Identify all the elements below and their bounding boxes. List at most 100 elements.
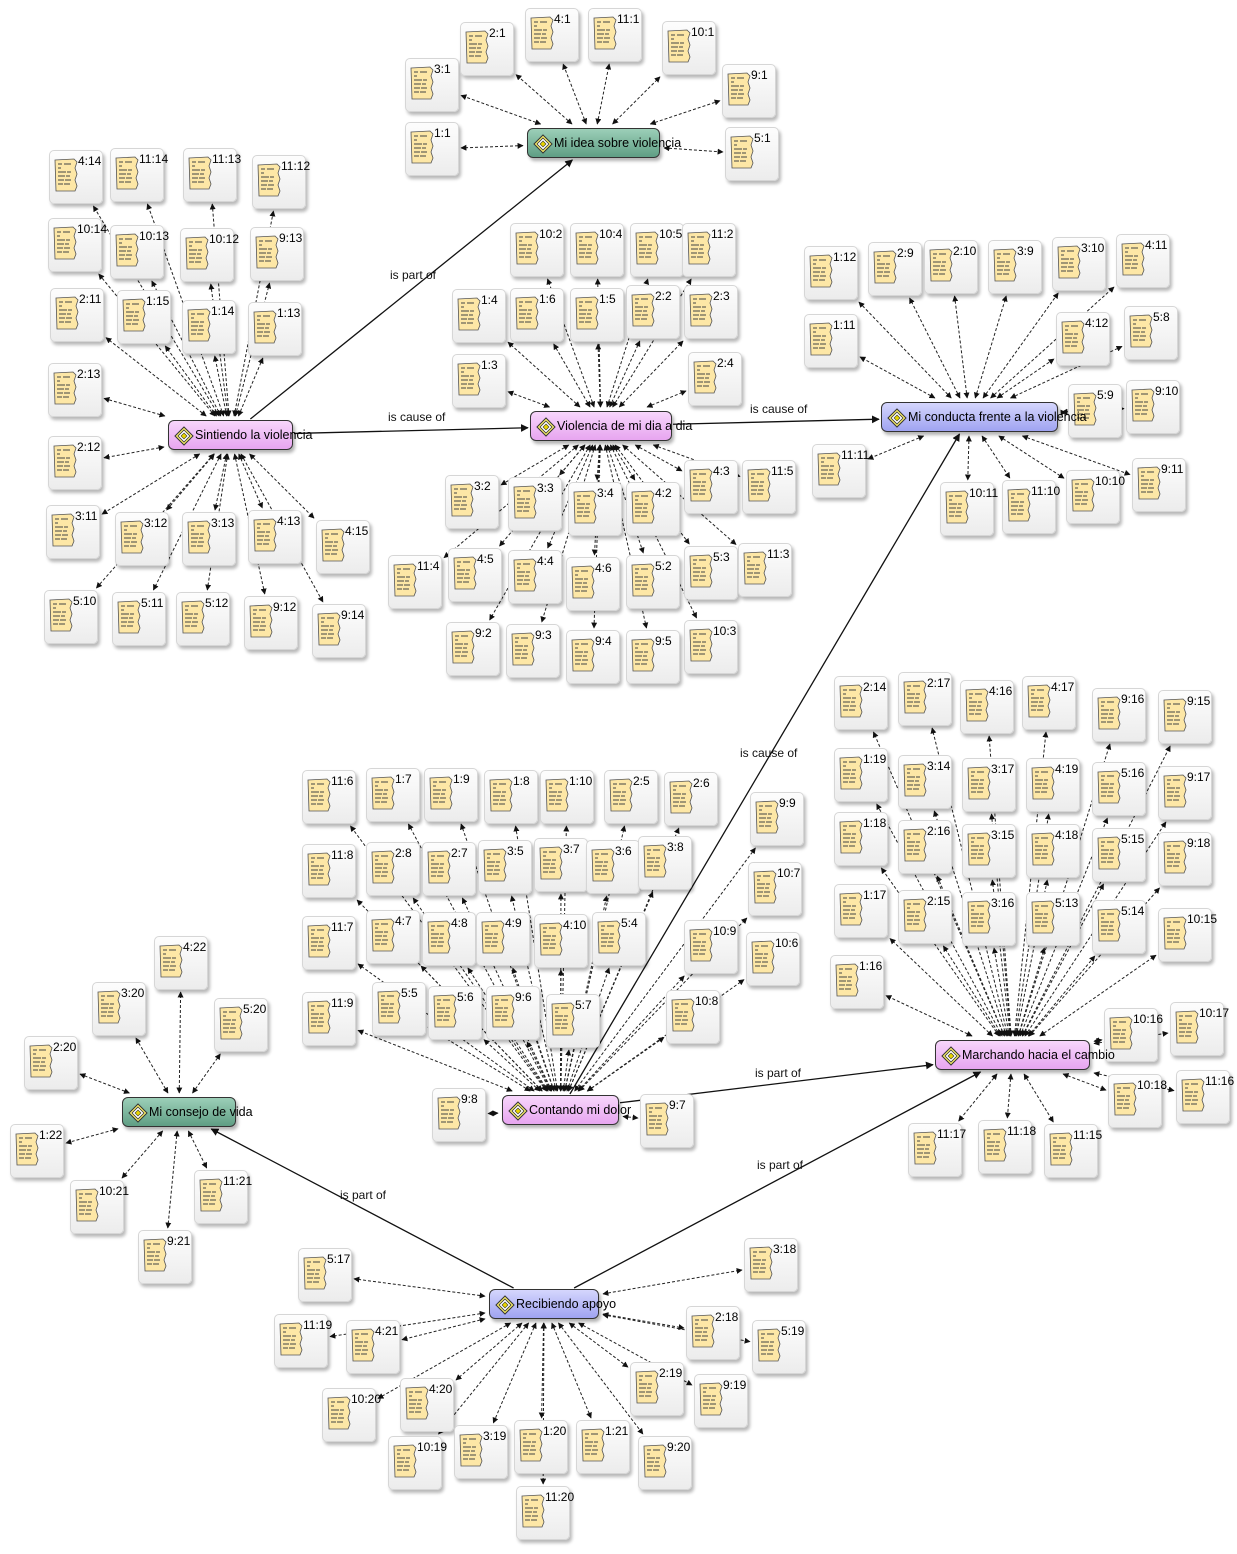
quotation-node[interactable]: 9:15 xyxy=(1158,690,1212,744)
quotation-node[interactable]: 10:1 xyxy=(662,21,716,75)
quotation-node[interactable]: 4:17 xyxy=(1022,676,1076,730)
quotation-node[interactable]: 11:13 xyxy=(183,148,241,202)
quotation-node[interactable]: 10:17 xyxy=(1170,1002,1229,1056)
quotation-node[interactable]: 1:15 xyxy=(117,290,171,344)
quotation-node[interactable]: 10:13 xyxy=(110,225,169,279)
quotation-node[interactable]: 2:16 xyxy=(898,820,952,874)
quotation-node[interactable]: 1:8 xyxy=(484,770,538,824)
quotation-node[interactable]: 11:5 xyxy=(742,460,796,514)
quotation-node[interactable]: 5:7 xyxy=(546,994,600,1048)
quotation-node[interactable]: 3:12 xyxy=(115,512,169,566)
quotation-node[interactable]: 9:2 xyxy=(446,622,500,676)
quotation-node[interactable]: 11:17 xyxy=(908,1123,966,1177)
quotation-node[interactable]: 2:19 xyxy=(630,1362,684,1416)
quotation-node[interactable]: 9:6 xyxy=(486,986,540,1040)
quotation-node[interactable]: 5:3 xyxy=(684,546,738,600)
quotation-node[interactable]: 11:8 xyxy=(302,844,356,898)
quotation-node[interactable]: 2:1 xyxy=(460,22,514,76)
quotation-node[interactable]: 3:11 xyxy=(46,505,100,559)
quotation-node[interactable]: 5:2 xyxy=(626,555,680,609)
quotation-node[interactable]: 4:12 xyxy=(1056,312,1110,366)
quotation-node[interactable]: 5:17 xyxy=(298,1248,352,1302)
quotation-node[interactable]: 3:20 xyxy=(92,982,146,1036)
quotation-node[interactable]: 11:14 xyxy=(110,148,168,202)
quotation-node[interactable]: 4:18 xyxy=(1026,824,1080,878)
code-node-violencia-dia[interactable]: Violencia de mi dia a dia xyxy=(530,411,692,441)
quotation-node[interactable]: 1:3 xyxy=(452,354,506,408)
quotation-node[interactable]: 1:18 xyxy=(834,812,888,866)
quotation-node[interactable]: 4:13 xyxy=(248,510,302,564)
quotation-node[interactable]: 3:10 xyxy=(1052,237,1106,291)
quotation-node[interactable]: 4:5 xyxy=(448,548,502,602)
quotation-node[interactable]: 11:2 xyxy=(682,223,736,277)
quotation-node[interactable]: 1:14 xyxy=(182,300,236,354)
quotation-node[interactable]: 10:4 xyxy=(570,223,624,277)
quotation-node[interactable]: 11:21 xyxy=(194,1170,252,1224)
quotation-node[interactable]: 10:5 xyxy=(630,223,684,277)
quotation-node[interactable]: 4:3 xyxy=(684,460,738,514)
quotation-node[interactable]: 2:3 xyxy=(684,285,738,339)
quotation-node[interactable]: 9:8 xyxy=(432,1088,486,1142)
quotation-node[interactable]: 4:20 xyxy=(400,1378,454,1432)
code-node-recibiendo[interactable]: Recibiendo apoyo xyxy=(489,1289,616,1319)
quotation-node[interactable]: 3:17 xyxy=(962,758,1016,812)
quotation-node[interactable]: 10:11 xyxy=(940,482,998,536)
quotation-node[interactable]: 4:11 xyxy=(1116,234,1170,288)
quotation-node[interactable]: 4:19 xyxy=(1026,758,1080,812)
quotation-node[interactable]: 11:10 xyxy=(1002,480,1060,534)
quotation-node[interactable]: 2:8 xyxy=(366,842,420,896)
quotation-node[interactable]: 9:3 xyxy=(506,624,560,678)
quotation-node[interactable]: 3:4 xyxy=(568,482,622,536)
quotation-node[interactable]: 5:5 xyxy=(372,982,426,1036)
quotation-node[interactable]: 5:15 xyxy=(1092,828,1146,882)
quotation-node[interactable]: 10:3 xyxy=(684,620,738,674)
quotation-node[interactable]: 1:11 xyxy=(804,314,858,368)
quotation-node[interactable]: 5:20 xyxy=(214,998,268,1052)
quotation-node[interactable]: 10:2 xyxy=(510,223,564,277)
quotation-node[interactable]: 9:17 xyxy=(1158,766,1212,820)
quotation-node[interactable]: 11:9 xyxy=(302,992,356,1046)
quotation-node[interactable]: 2:20 xyxy=(24,1036,78,1090)
quotation-node[interactable]: 5:13 xyxy=(1026,892,1080,946)
quotation-node[interactable]: 1:19 xyxy=(834,748,888,802)
quotation-node[interactable]: 9:20 xyxy=(638,1436,692,1490)
quotation-node[interactable]: 10:19 xyxy=(388,1436,447,1490)
quotation-node[interactable]: 3:18 xyxy=(744,1238,798,1292)
quotation-node[interactable]: 5:1 xyxy=(725,127,779,181)
quotation-node[interactable]: 5:9 xyxy=(1068,384,1122,438)
quotation-node[interactable]: 4:8 xyxy=(422,912,476,966)
quotation-node[interactable]: 4:2 xyxy=(626,482,680,536)
quotation-node[interactable]: 2:14 xyxy=(834,676,888,730)
quotation-node[interactable]: 1:7 xyxy=(366,768,420,822)
quotation-node[interactable]: 9:13 xyxy=(250,227,304,281)
quotation-node[interactable]: 11:15 xyxy=(1044,1124,1102,1178)
quotation-node[interactable]: 3:15 xyxy=(962,824,1016,878)
quotation-node[interactable]: 9:14 xyxy=(312,604,366,658)
quotation-node[interactable]: 3:16 xyxy=(962,892,1016,946)
quotation-node[interactable]: 3:1 xyxy=(405,58,459,112)
quotation-node[interactable]: 2:7 xyxy=(422,842,476,896)
quotation-node[interactable]: 5:19 xyxy=(752,1320,806,1374)
quotation-node[interactable]: 3:19 xyxy=(454,1425,508,1479)
quotation-node[interactable]: 9:10 xyxy=(1126,380,1180,434)
quotation-node[interactable]: 9:16 xyxy=(1092,688,1146,742)
quotation-node[interactable]: 2:10 xyxy=(924,240,978,294)
quotation-node[interactable]: 3:7 xyxy=(534,838,588,892)
quotation-node[interactable]: 5:16 xyxy=(1092,762,1146,816)
quotation-node[interactable]: 5:8 xyxy=(1124,306,1178,360)
code-node-mi-idea[interactable]: Mi idea sobre violencia xyxy=(527,128,681,158)
quotation-node[interactable]: 10:10 xyxy=(1066,470,1125,524)
quotation-node[interactable]: 3:14 xyxy=(898,755,952,809)
quotation-node[interactable]: 5:14 xyxy=(1092,900,1146,954)
quotation-node[interactable]: 10:14 xyxy=(48,218,107,272)
quotation-node[interactable]: 9:18 xyxy=(1158,832,1212,886)
quotation-node[interactable]: 5:4 xyxy=(592,912,646,966)
quotation-node[interactable]: 3:6 xyxy=(586,840,640,894)
quotation-node[interactable]: 11:4 xyxy=(388,555,442,609)
quotation-node[interactable]: 4:4 xyxy=(508,550,562,604)
code-node-contando[interactable]: Contando mi dolor xyxy=(502,1095,631,1125)
quotation-node[interactable]: 1:20 xyxy=(514,1420,568,1474)
quotation-node[interactable]: 10:20 xyxy=(322,1388,381,1442)
quotation-node[interactable]: 4:6 xyxy=(566,557,620,611)
quotation-node[interactable]: 2:11 xyxy=(50,288,104,342)
